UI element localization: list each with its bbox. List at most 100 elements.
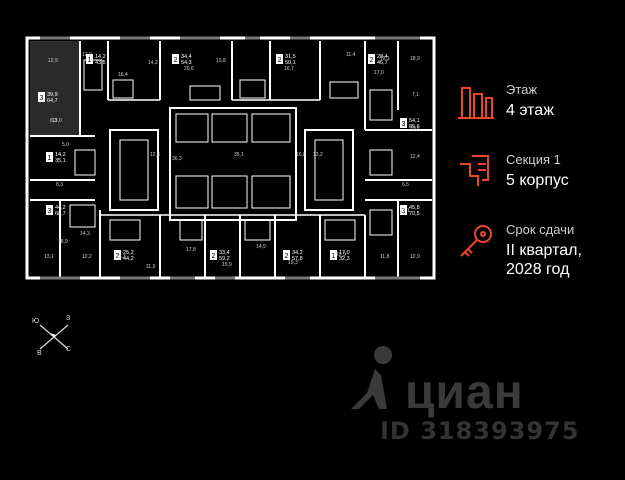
room-area-label: 17,0 [374, 70, 384, 76]
apartment-rooms: 3 [402, 208, 406, 215]
apartment-area: 45,8 [409, 205, 420, 211]
compass-west: В [37, 350, 42, 357]
apartment-area: 57,8 [292, 256, 303, 262]
room-area-label: 15,9 [222, 262, 232, 268]
room-area-label: 7,1 [412, 92, 419, 98]
floor-info: Этаж 4 этаж [456, 82, 554, 122]
apartment-rooms: 1 [88, 57, 92, 64]
apartment-area: 43,5 [95, 60, 106, 66]
building-icon [458, 87, 494, 119]
room-area-label: 12,2 [410, 126, 420, 132]
key-icon [460, 225, 492, 257]
compass-rose-icon [39, 324, 69, 350]
room-area-label: 35,1 [234, 152, 244, 158]
compass-south: С [66, 346, 72, 353]
room-area-label: 18,9 [410, 56, 420, 62]
room-area-label: 14,2 [148, 60, 158, 66]
apartment-area: 50,1 [285, 60, 296, 66]
apartment-area: 28,4 [377, 54, 388, 60]
apartment-rooms: 2 [285, 253, 289, 260]
apartment-area: 32,3 [339, 256, 350, 262]
apartment-area: 44,2 [55, 205, 66, 211]
watermark: циан ID 318393975 [345, 345, 605, 445]
deadline-label: Срок сдачи [506, 222, 575, 237]
apartment-rooms: 2 [212, 253, 216, 260]
apartment-area: 17,0 [339, 250, 350, 256]
apartment-area: 34,2 [292, 250, 303, 256]
room-area-label: 13,1 [44, 254, 54, 260]
apartment-area: 64,7 [47, 98, 58, 104]
room-area-label: 21,1 [400, 208, 410, 214]
deadline-value: II квартал, 2028 год [506, 242, 582, 278]
apartment-area: 68,7 [55, 211, 66, 217]
apartment-area: 54,3 [181, 60, 192, 66]
section-label: Секция 1 [506, 152, 561, 167]
apartment-area: 59,2 [219, 256, 230, 262]
room-area-label: 12,2 [82, 254, 92, 260]
room-area-label: 12,9 [48, 58, 58, 64]
core-block [169, 107, 297, 221]
apartment-rooms: 3 [402, 121, 406, 128]
room-area-label: 13,3 [116, 254, 126, 260]
room-area-label: 12,2 [82, 52, 92, 58]
room-area-label: 18,9 [58, 239, 68, 245]
apartment-area: 31,5 [285, 54, 296, 60]
apartment-area: 44,2 [123, 256, 134, 262]
room-area-label: 14,3 [80, 231, 90, 237]
compass-east: З [66, 315, 71, 322]
apartment-area: 46,7 [377, 60, 388, 66]
apartment-area: 14,2 [95, 54, 106, 60]
apartment-area: 70,5 [409, 211, 420, 217]
room-area-label: 13,0 [52, 118, 62, 124]
apartment-area: 35,1 [55, 158, 66, 164]
room-area-labels: 12,912,213,08,316,414,220,613,816,711,41… [44, 52, 420, 270]
room-area-label: 17,8 [186, 247, 196, 253]
apartment-area: 14,2 [55, 152, 66, 158]
apartment-rooms: 3 [48, 208, 52, 215]
outer-wall [25, 36, 436, 280]
section-info: Секция 1 5 корпус [456, 152, 569, 192]
room-area-label: 8,3 [56, 182, 63, 188]
room-area-label: 6,5 [402, 182, 409, 188]
room-area-label: 11,9 [146, 264, 156, 270]
compass-north: Ю [32, 318, 40, 325]
floor-value: 4 этаж [506, 102, 554, 119]
room-area-label: 13,2 [313, 152, 323, 158]
apartment-rooms: 2 [278, 57, 282, 64]
cian-logo-icon [351, 346, 392, 409]
room-area-label: 14,9 [256, 244, 266, 250]
room-area-label: 11,8 [380, 254, 390, 260]
room-area-label: 12,4 [410, 154, 420, 160]
apartment-rooms: 1 [48, 155, 52, 162]
apartment-rooms: 2 [116, 253, 120, 260]
watermark-brand: циан [405, 366, 524, 419]
room-area-label: 16,7 [284, 66, 294, 72]
apartment-rooms: 3 [40, 95, 44, 102]
room-area-label: 12,1 [380, 56, 390, 62]
apartment-area: 85,6 [409, 124, 420, 130]
room-area-label: 36,3 [172, 156, 182, 162]
section-icon [460, 155, 489, 186]
room-area-label: 10,9 [336, 252, 346, 258]
apartment-rooms: 2 [174, 57, 178, 64]
apartment-area: 34,4 [181, 54, 192, 60]
watermark-id: ID 318393975 [380, 417, 580, 445]
room-area-label: 13,8 [216, 58, 226, 64]
room-area-label: 16,8 [296, 152, 306, 158]
room-area-label: 5,0 [62, 142, 69, 148]
apartment-area: 25,2 [123, 250, 134, 256]
